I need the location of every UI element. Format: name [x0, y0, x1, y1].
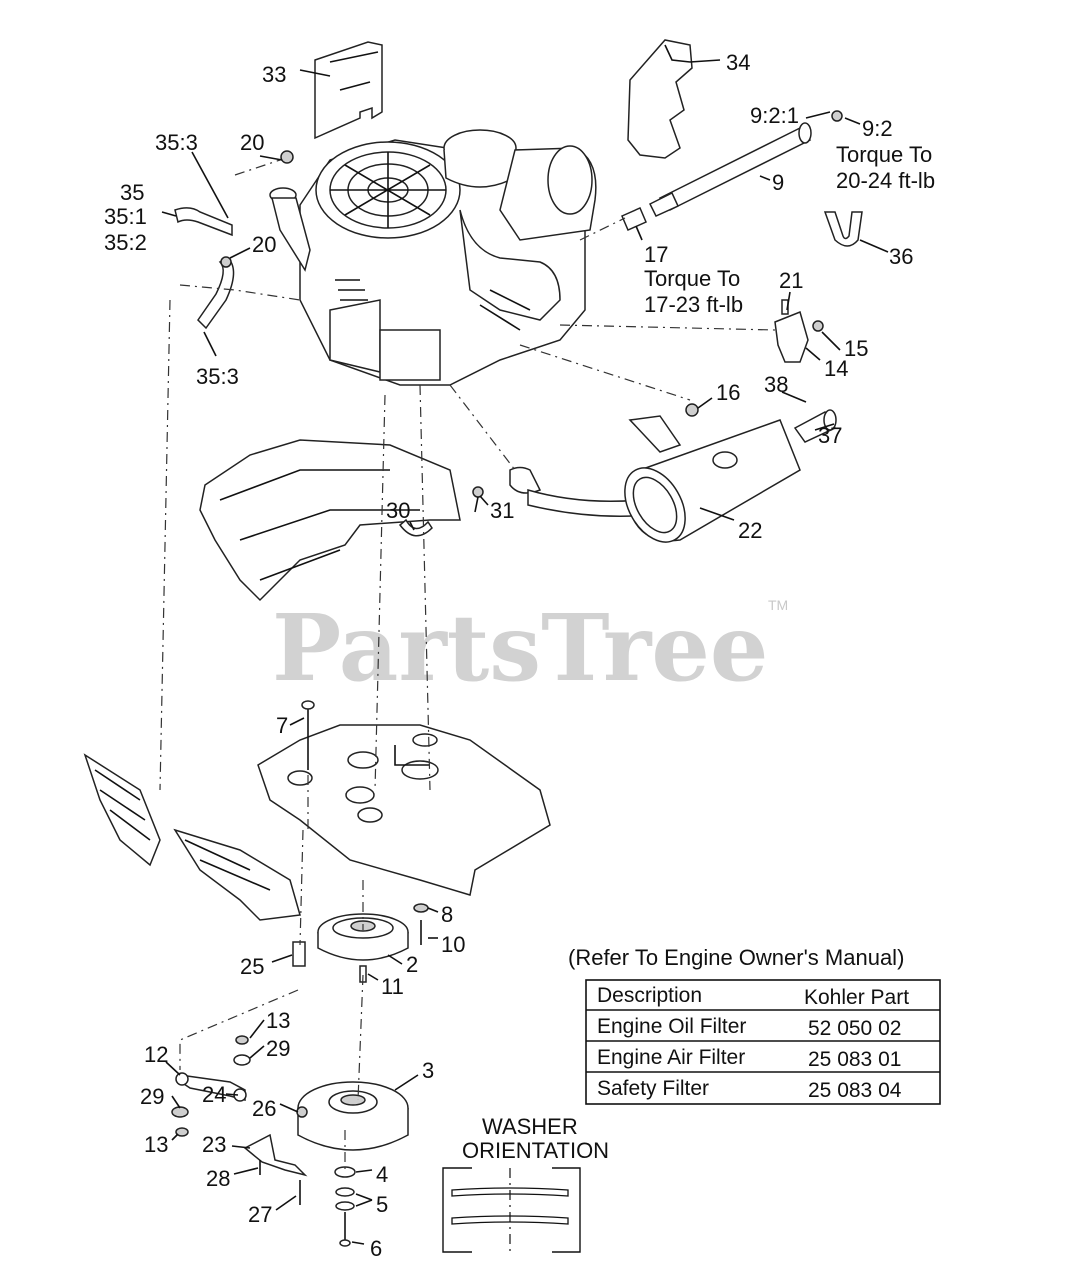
callout-35-2: 35:2: [104, 230, 147, 255]
table-cell-part-1: 52 050 02: [808, 1017, 901, 1040]
callout-11: 11: [381, 974, 404, 999]
filter-table: (Refer To Engine Owner's Manual) Descrip…: [568, 945, 941, 1105]
callout-4: 4: [376, 1162, 388, 1187]
table-header-description: Description: [597, 984, 702, 1007]
callout-22: 22: [738, 518, 762, 543]
callout-3: 3: [422, 1058, 434, 1083]
callout-35-1: 35:1: [104, 204, 147, 229]
callout-20-top: 20: [240, 130, 264, 155]
clamp-30: [398, 518, 433, 537]
table-header-kohler-part: Kohler Part: [804, 986, 909, 1009]
callout-37: 37: [818, 423, 842, 448]
callout-30: 30: [386, 498, 410, 523]
spacer-25: [292, 941, 306, 967]
callout-10: 10: [441, 932, 465, 957]
bracket-14: [774, 310, 809, 363]
callout-9-2: 9:2: [862, 116, 893, 141]
callout-24: 24: [202, 1082, 226, 1107]
torque-note-1-line2: 20-24 ft-lb: [836, 168, 935, 193]
engine: [269, 129, 597, 386]
callout-14: 14: [824, 356, 848, 381]
callout-6: 6: [370, 1236, 382, 1261]
shield-34: [627, 39, 693, 159]
washer-orientation: WASHER ORIENTATION: [442, 1114, 609, 1253]
callout-5: 5: [376, 1192, 388, 1217]
callout-28: 28: [206, 1166, 230, 1191]
muffler-22: [509, 415, 801, 543]
callout-35: 35: [120, 180, 144, 205]
pulley-2: [317, 913, 409, 961]
callout-29-bottom: 29: [140, 1084, 164, 1109]
torque-note-2-line2: 17-23 ft-lb: [644, 292, 743, 317]
callout-16: 16: [716, 380, 740, 405]
callout-27: 27: [248, 1202, 272, 1227]
callout-23: 23: [202, 1132, 226, 1157]
callout-9: 9: [772, 170, 784, 195]
callout-17: 17: [644, 242, 668, 267]
callout-7: 7: [276, 713, 288, 738]
callout-33: 33: [262, 62, 286, 87]
callout-36: 36: [889, 244, 913, 269]
torque-note-2-line1: Torque To: [644, 266, 740, 291]
bracket-23: [243, 1133, 308, 1177]
torque-note-1-line1: Torque To: [836, 142, 932, 167]
callout-13-top: 13: [266, 1008, 290, 1033]
side-panel-right: [173, 828, 301, 921]
table-cell-desc-3: Safety Filter: [597, 1077, 709, 1100]
callout-25: 25: [240, 954, 264, 979]
exhaust-pipe-9: [621, 110, 843, 231]
clutch-3: [297, 1081, 409, 1151]
shield-33: [314, 41, 383, 140]
side-panel-left: [83, 753, 161, 867]
callout-29-top: 29: [266, 1036, 290, 1061]
callout-13-bottom: 13: [144, 1132, 168, 1157]
washer-title-line1: WASHER: [482, 1114, 578, 1139]
watermark-tm: TM: [768, 597, 788, 613]
callout-9-2-1: 9:2:1: [750, 103, 799, 128]
callout-26: 26: [252, 1096, 276, 1121]
callout-31: 31: [490, 498, 514, 523]
callout-38: 38: [764, 372, 788, 397]
table-cell-part-2: 25 083 01: [808, 1048, 901, 1071]
table-cell-desc-2: Engine Air Filter: [597, 1046, 745, 1069]
callout-35-3-bottom: 35:3: [196, 364, 239, 389]
watermark: PartsTree: [272, 594, 768, 702]
heat-shield: [199, 439, 461, 602]
table-cell-desc-1: Engine Oil Filter: [597, 1015, 746, 1038]
callout-2: 2: [406, 952, 418, 977]
callout-15: 15: [844, 336, 868, 361]
callout-12: 12: [144, 1042, 168, 1067]
table-cell-part-3: 25 083 04: [808, 1079, 902, 1102]
callout-21: 21: [779, 268, 803, 293]
filter-table-caption: (Refer To Engine Owner's Manual): [568, 945, 904, 970]
callout-8: 8: [441, 902, 453, 927]
callout-20-bottom: 20: [252, 232, 276, 257]
callout-35-3-top: 35:3: [155, 130, 198, 155]
engine-deck: [257, 724, 551, 896]
washer-title-line2: ORIENTATION: [462, 1138, 609, 1163]
callout-34: 34: [726, 50, 750, 75]
hose-36: [823, 211, 863, 247]
